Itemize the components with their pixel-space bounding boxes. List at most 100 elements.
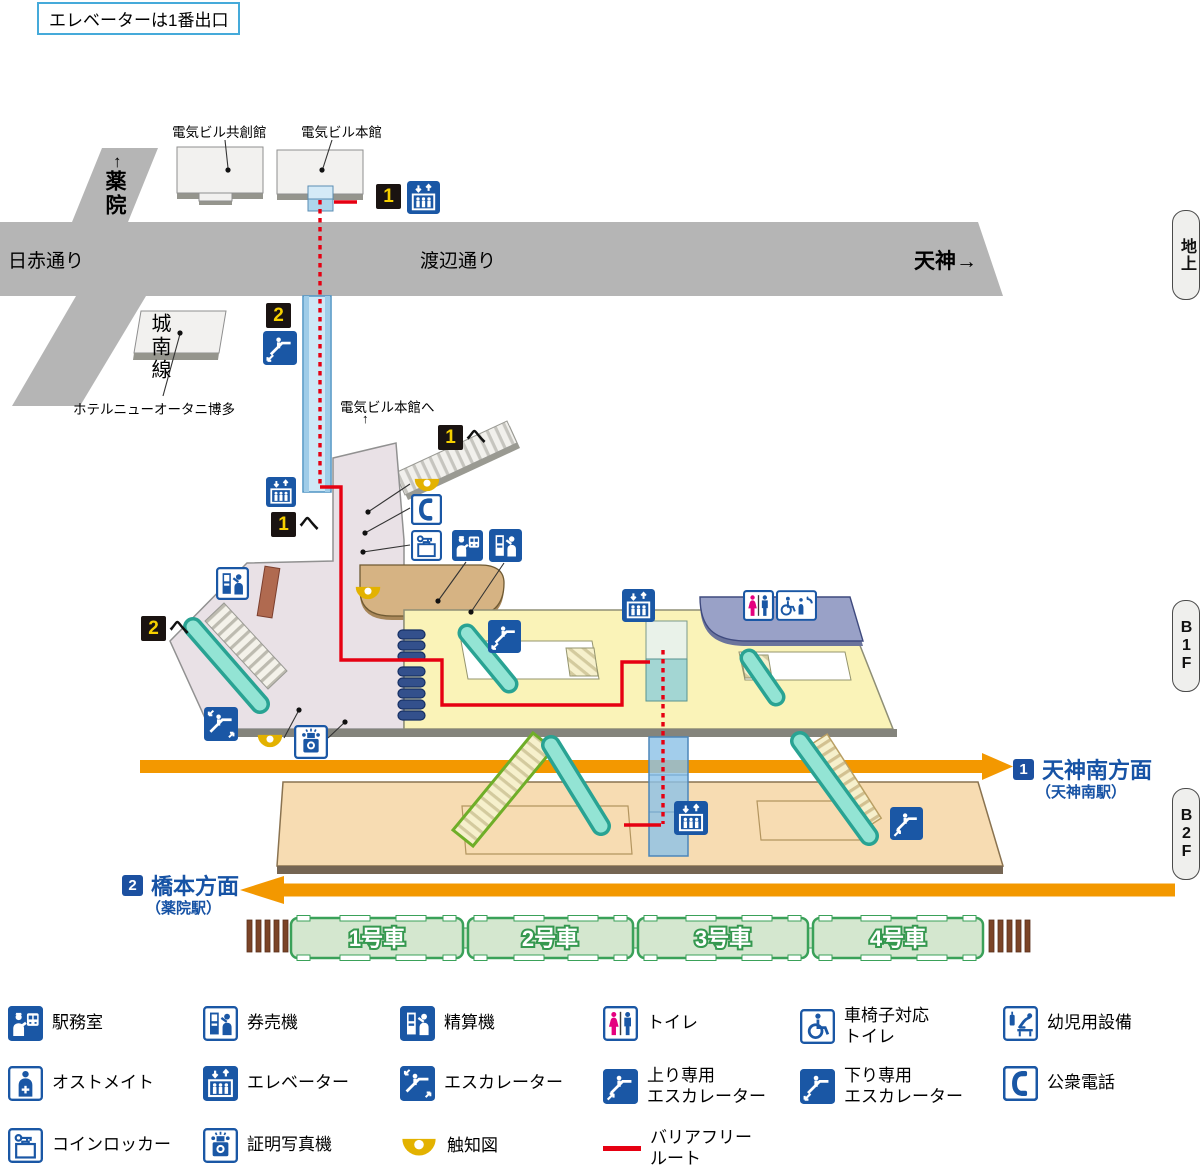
- direction2-station: （薬院駅）: [146, 900, 222, 917]
- legend-item-escalator-up: 上り専用エスカレーター: [603, 1066, 766, 1107]
- toilet-icon: [603, 1006, 638, 1041]
- exit2-stairs-escalator: [183, 602, 288, 714]
- legend-item-ticket-machine: 券売機: [203, 1006, 298, 1041]
- escalator-down-icon: [488, 620, 521, 653]
- nursery-icon: [1003, 1006, 1038, 1041]
- tactile-map-icon: [256, 732, 284, 749]
- leader-lines: [162, 139, 505, 739]
- elevator-icon: [407, 181, 440, 214]
- legend-item-coin-locker: コインロッカー: [8, 1128, 171, 1163]
- train-doors: [296, 915, 977, 961]
- tactile-map-icon: [354, 584, 382, 601]
- b2f-left-stairs-escalator: [450, 730, 611, 849]
- legend-item-station-office: 駅務室: [8, 1006, 103, 1041]
- photo-booth-icon: [203, 1128, 238, 1163]
- car-label-1: 1号車: [349, 926, 405, 951]
- ticket-gates: [397, 629, 426, 721]
- direction2-arrow: [240, 876, 1175, 904]
- public-phone-icon: [411, 494, 442, 525]
- legend-item-toilet: トイレ: [603, 1006, 698, 1041]
- coin-locker-icon: [8, 1128, 43, 1163]
- platform-2-badge: 2: [122, 874, 143, 896]
- car-label-4: 4号車: [870, 926, 926, 951]
- street-nisseki-dori: 日赤通り: [8, 251, 85, 272]
- track-ties-left: [246, 919, 289, 953]
- yakuin-arrow: ↑: [113, 152, 122, 171]
- elevator-icon: [622, 589, 655, 622]
- direction2-label: 2 橋本方面: [122, 869, 239, 901]
- train-cars: [289, 916, 985, 960]
- legend-item-elevator: エレベーター: [203, 1066, 349, 1101]
- fare-adjustment-icon: [400, 1006, 435, 1041]
- legend-item-barrier-free-route: バリアフリールート: [603, 1128, 752, 1169]
- coin-locker-icon: [411, 530, 442, 561]
- wheelchair-toilet-icon: [776, 590, 817, 621]
- fare-adjustment-icon: [489, 529, 522, 562]
- b1f-wall: [208, 729, 897, 737]
- ticket-machine-row: [256, 565, 281, 619]
- tab-b1f: B1F: [1172, 600, 1200, 692]
- escalator-icon: [400, 1066, 435, 1101]
- map-canvas: 1号車 2号車 3号車 4号車: [0, 139, 1175, 961]
- escalator-down-icon: [800, 1069, 835, 1104]
- elevator-icon: [674, 801, 708, 835]
- station-office-icon: [452, 530, 483, 561]
- public-phone-icon: [1003, 1066, 1038, 1101]
- legend-item-escalator: エスカレーター: [400, 1066, 563, 1101]
- direction1-station: （天神南駅）: [1036, 784, 1127, 801]
- exit-2-badge-ground: 2: [266, 303, 291, 328]
- legend-item-public-phone: 公衆電話: [1003, 1066, 1115, 1101]
- legend-item-escalator-down: 下り専用エスカレーター: [800, 1066, 963, 1107]
- exit1-shaft: [307, 185, 334, 212]
- tactile-map-icon: [413, 476, 441, 493]
- note-elevator-exit1: エレベーターは1番出口: [37, 2, 241, 35]
- legend-item-wheelchair-toilet: 車椅子対応トイレ: [800, 1006, 929, 1047]
- legend-item-nursery: 幼児用設備: [1003, 1006, 1132, 1041]
- building-hotel-label: ホテルニューオータニ博多: [73, 402, 235, 417]
- building-honkan-label: 電気ビル本館: [301, 125, 382, 140]
- tab-b2f: B2F: [1172, 788, 1200, 880]
- exit-1-badge-ground: 1: [376, 184, 401, 209]
- escalator-up-icon: [890, 807, 923, 840]
- toilet-icon: [743, 590, 774, 621]
- station-office-icon: [8, 1006, 43, 1041]
- route-line-icon: [603, 1146, 641, 1152]
- leader-dots: [177, 167, 474, 725]
- legend-item-fare-adjustment: 精算機: [400, 1006, 495, 1041]
- street-jonan-line: 城南線: [148, 313, 170, 382]
- platform-1-badge: 1: [1013, 758, 1034, 780]
- legend-item-tactile-map: 触知図: [400, 1135, 498, 1158]
- legend-item-photo-booth: 証明写真機: [203, 1128, 332, 1163]
- escalator-icon: [204, 707, 238, 741]
- to-honkan-label: 電気ビル本館へ: [340, 400, 435, 415]
- elevator-icon: [203, 1066, 238, 1101]
- escalator-down-icon: [263, 331, 297, 365]
- barrier-free-route: [318, 200, 665, 827]
- tactile-map-icon: [400, 1135, 438, 1158]
- b2f-right-stairs-escalator: [790, 731, 883, 846]
- wheelchair-toilet-icon: [800, 1009, 835, 1044]
- exit2-corridor: [302, 295, 332, 493]
- to-honkan-arrow: ↑: [362, 411, 369, 426]
- b2f-elevator-shaft: [648, 736, 689, 857]
- b1f-elevator-shaft: [645, 620, 688, 702]
- street-watanabe-dori: 渡辺通り: [420, 251, 497, 272]
- streets: [0, 148, 1003, 406]
- direction1-label: 1 天神南方面: [1013, 753, 1152, 785]
- car-label-2: 2号車: [522, 926, 578, 951]
- gate-office-area: [359, 564, 505, 620]
- escalator-up-icon: [603, 1069, 638, 1104]
- photo-booth-icon: [294, 725, 328, 759]
- b1f-left-opening: [457, 623, 600, 694]
- ostomate-icon: [8, 1066, 43, 1101]
- street-tenjin: 天神→: [914, 250, 977, 273]
- street-yakuin: 薬院: [103, 170, 126, 218]
- tab-ground-level: 地上: [1172, 210, 1200, 300]
- building-kyosokan-label: 電気ビル共創館: [172, 125, 267, 140]
- legend-item-ostomate: オストメイト: [8, 1066, 154, 1101]
- track-ties-right: [988, 919, 1031, 953]
